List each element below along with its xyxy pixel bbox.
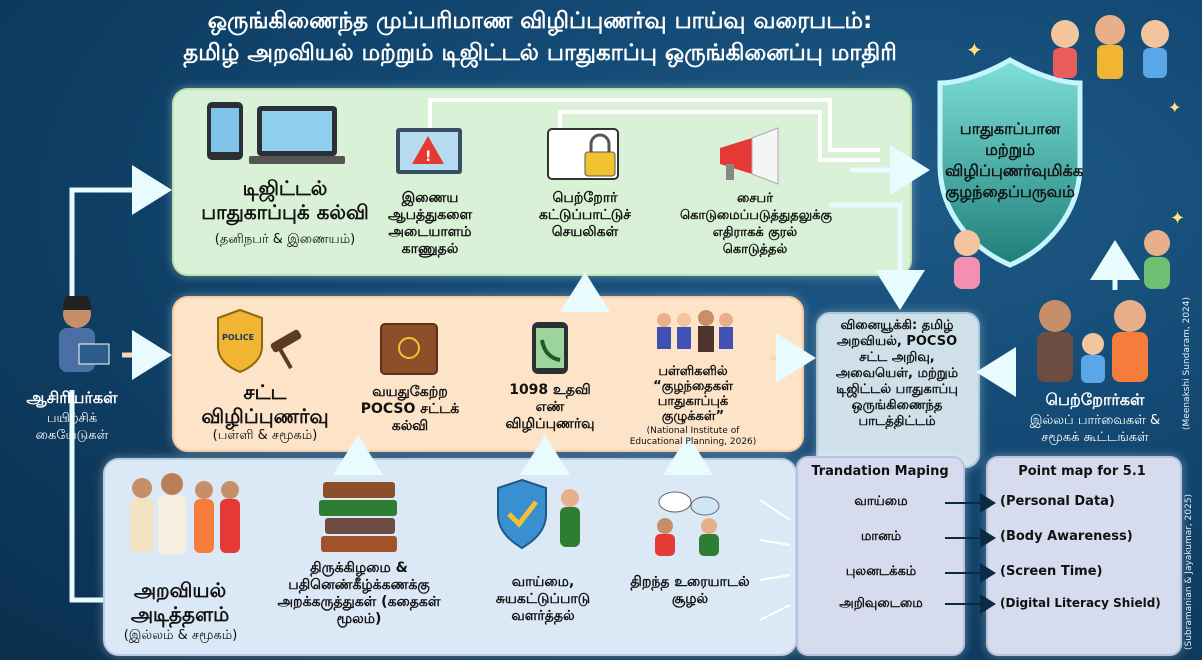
shield-icon	[937, 57, 1083, 268]
ethics-item-2: வாய்மை, சுயகட்டுப்பாடு வளர்த்தல்	[495, 574, 591, 624]
phone-helpline-icon	[532, 322, 568, 374]
books-stack-icon	[319, 482, 397, 552]
translation-mapping-panel	[796, 456, 965, 656]
legal-heading: சட்ட விழிப்புணர்வு	[201, 380, 329, 428]
legal-item-2: 1098 உதவி எண் விழிப்புணர்வு	[505, 382, 595, 432]
legal-citation: (National Institute of Educational Plann…	[629, 426, 757, 447]
catalyst-text: வினையூக்கி: தமிழ் அறவியல், POCSO சட்ட அற…	[835, 318, 959, 429]
parents-label: பெற்றோர்கள்	[1045, 390, 1145, 409]
digital-item-2: பெற்றோர் கட்டுப்பாட்டுச் செயலிகள்	[538, 190, 632, 240]
pointmap-title: Point map for 5.1	[1018, 464, 1146, 479]
title-line-2: தமிழ் அறவியல் மற்றும் டிஜிட்டல் பாதுகாப்…	[183, 40, 897, 66]
parents-sub: இல்லப் பார்வைகள் & சமூகக் கூட்டங்கள்	[1029, 413, 1161, 445]
point-map-panel	[986, 456, 1182, 656]
digital-item-1: இணைய ஆபத்துகளை அடையாளம் காணுதல்	[387, 190, 473, 257]
mapping-item: புலனடக்கம்	[845, 564, 917, 579]
megaphone-icon	[720, 127, 779, 185]
credit-side-2: (Subramanian & Jayakumar, 2025)	[1184, 493, 1194, 650]
pointmap-item: (Digital Literacy Shield)	[1000, 596, 1161, 610]
mapping-item: மானம்	[860, 529, 902, 544]
ethics-heading: அறவியல் அடித்தளம்	[130, 578, 230, 626]
legal-item-3: பள்ளிகளில் “குழந்தைகள் பாதுகாப்புக் குழு…	[653, 364, 733, 424]
police-badge-text: POLICE	[222, 333, 254, 342]
child-girl-icon	[954, 230, 980, 289]
teacher-reading-icon	[59, 296, 110, 372]
shield-text: பாதுகாப்பான மற்றும் விழிப்புணர்வுமிக்க க…	[945, 119, 1084, 201]
shield-check-person-icon	[497, 478, 580, 550]
digital-heading: டிஜிட்டல் பாதுகாப்புக் கல்வி	[201, 176, 369, 224]
sparkle-icon: ✦	[966, 38, 983, 62]
teachers-label: ஆசிரியர்கள்	[26, 388, 118, 407]
ethics-sub: (இல்லம் & சமூகம்)	[123, 628, 238, 643]
sages-community-icon	[130, 473, 240, 555]
ethics-item-1: திருக்கிழமை & பதினெண்கீழ்க்கணக்கு அறக்கர…	[277, 560, 441, 627]
ethics-item-3: திறந்த உரையாடல் சூழல்	[630, 574, 750, 607]
family-icon	[1037, 300, 1148, 383]
digital-item-3: சைபர் கொடுமைப்படுத்துதலுக்கு எதிராகக் கு…	[680, 191, 832, 257]
child-boy-icon	[1144, 230, 1170, 289]
mapping-item: வாய்மை	[854, 494, 908, 509]
mapping-item: அறிவுடைமை	[839, 596, 923, 611]
ethics-foundation-panel	[103, 458, 797, 656]
parental-lock-icon	[547, 128, 619, 180]
digital-sub: (தனிநபர் & இணையம்)	[214, 232, 356, 247]
warning-monitor-icon: !	[396, 128, 462, 174]
devices-icon	[207, 102, 345, 164]
sparkle-icon: ✦	[1168, 98, 1182, 117]
pointmap-item: (Personal Data)	[1000, 494, 1115, 509]
title-line-1: ஒருங்கிணைந்த முப்பரிமாண விழிப்புணர்வு பா…	[207, 8, 873, 34]
school-children-icon	[657, 310, 733, 352]
pointmap-item: (Screen Time)	[1000, 564, 1103, 579]
children-group-icon	[1051, 15, 1169, 79]
sparkle-icon: ✦	[1170, 208, 1186, 229]
law-book-icon	[380, 323, 438, 375]
pointmap-item: (Body Awareness)	[1000, 529, 1133, 544]
police-badge-gavel-icon: POLICE	[217, 308, 302, 374]
mapping-title: Trandation Maping	[811, 464, 949, 479]
legal-item-1: வயதுகேற்ற POCSO சட்டக் கல்வி	[360, 384, 460, 434]
teachers-sub: பயிற்சிக் கையேடுகள்	[35, 411, 109, 443]
legal-sub: (பள்ளி & சமூகம்)	[212, 428, 318, 443]
credit-side-1: (Meenakshi Sundaram, 2024)	[1182, 296, 1192, 430]
svg-text:!: !	[425, 149, 431, 165]
conversation-icon	[655, 491, 720, 556]
